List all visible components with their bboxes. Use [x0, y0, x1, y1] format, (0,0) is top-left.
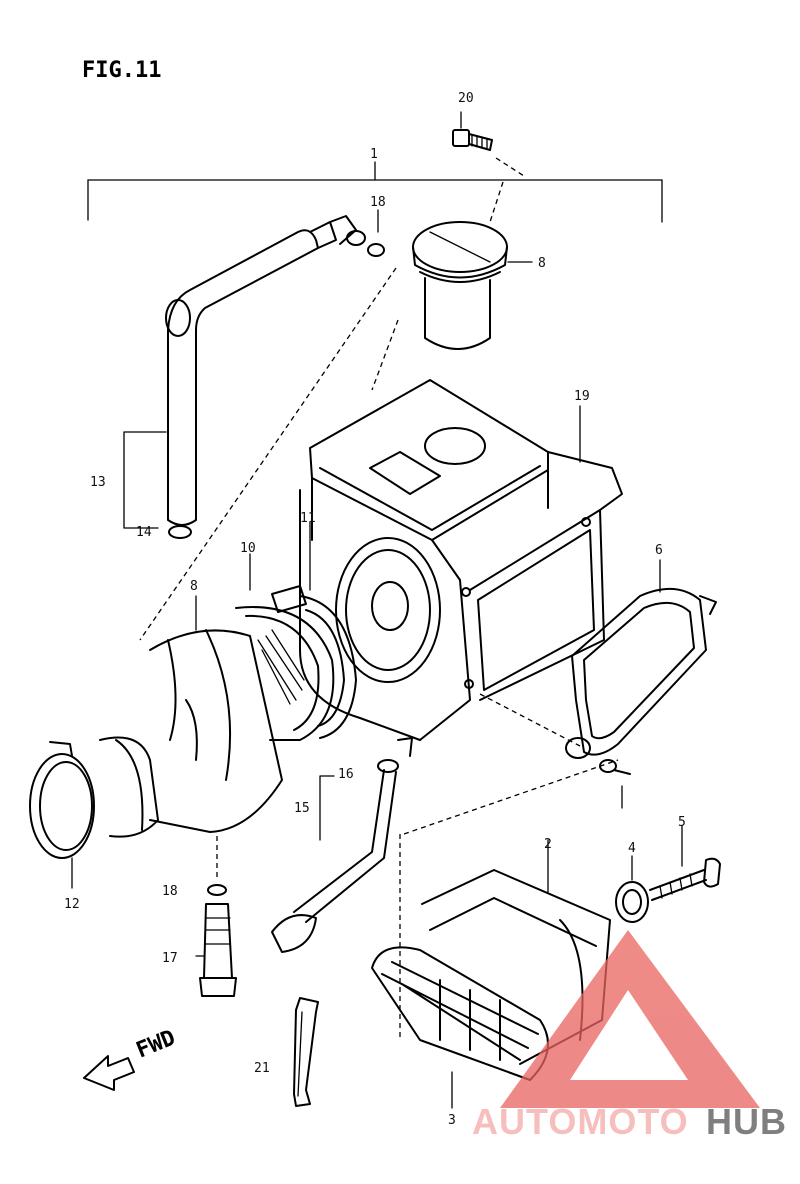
callout-17: 17 [162, 951, 178, 966]
callout-15: 15 [294, 801, 310, 816]
clamp-12 [29, 741, 95, 889]
fwd-label: FWD [133, 1025, 179, 1063]
air-cap-8 [412, 181, 533, 350]
callout-8-pipe: 8 [190, 579, 198, 594]
clamp-10 [235, 553, 335, 741]
screw-5 [649, 825, 721, 901]
callout-bracket-15 [319, 775, 335, 841]
warning-triangle-icon [500, 930, 760, 1108]
callout-12: 12 [64, 897, 80, 912]
breather-hose-13 [165, 209, 385, 539]
callout-5: 5 [678, 815, 686, 830]
callout-16: 16 [338, 767, 354, 782]
callout-2: 2 [544, 837, 552, 852]
watermark-part1: AUTOMOTO [472, 1101, 689, 1142]
seal-4 [615, 855, 649, 923]
callout-19: 19 [574, 389, 590, 404]
callout-13: 13 [90, 475, 106, 490]
callout-4: 4 [628, 841, 636, 856]
callout-labels: 1 2 3 4 5 6 8 8 10 11 12 13 14 15 16 17 … [64, 91, 686, 1128]
screw-cover [599, 759, 631, 809]
callout-6: 6 [655, 543, 663, 558]
fwd-arrow-icon [83, 1055, 135, 1091]
intake-pipe-8 [99, 595, 283, 838]
callout-3: 3 [448, 1113, 456, 1128]
callout-18-bottom: 18 [162, 884, 178, 899]
callout-bracket-13 [123, 431, 167, 529]
callout-10: 10 [240, 541, 256, 556]
figure-title: FIG.11 [82, 58, 161, 83]
callout-21: 21 [254, 1061, 270, 1076]
callout-18-top: 18 [370, 195, 386, 210]
drain-plug-17 [195, 836, 237, 997]
bolt-20 [452, 111, 525, 177]
callout-1: 1 [370, 147, 378, 162]
watermark-part2: HUB [706, 1101, 787, 1142]
assembly-bracket [87, 161, 663, 223]
watermark-logo: AUTOMOTO HUB [472, 930, 787, 1142]
air-cleaner-case-19 [139, 267, 623, 747]
callout-8-cap: 8 [538, 256, 546, 271]
callout-20: 20 [458, 91, 474, 106]
callout-11: 11 [300, 511, 316, 526]
case-cover-6 [565, 559, 717, 759]
callout-14: 14 [136, 525, 152, 540]
joint-11 [299, 521, 357, 739]
forward-direction-indicator: FWD [83, 1025, 179, 1091]
drain-hose-15 [271, 737, 413, 953]
strap-21 [293, 997, 319, 1107]
